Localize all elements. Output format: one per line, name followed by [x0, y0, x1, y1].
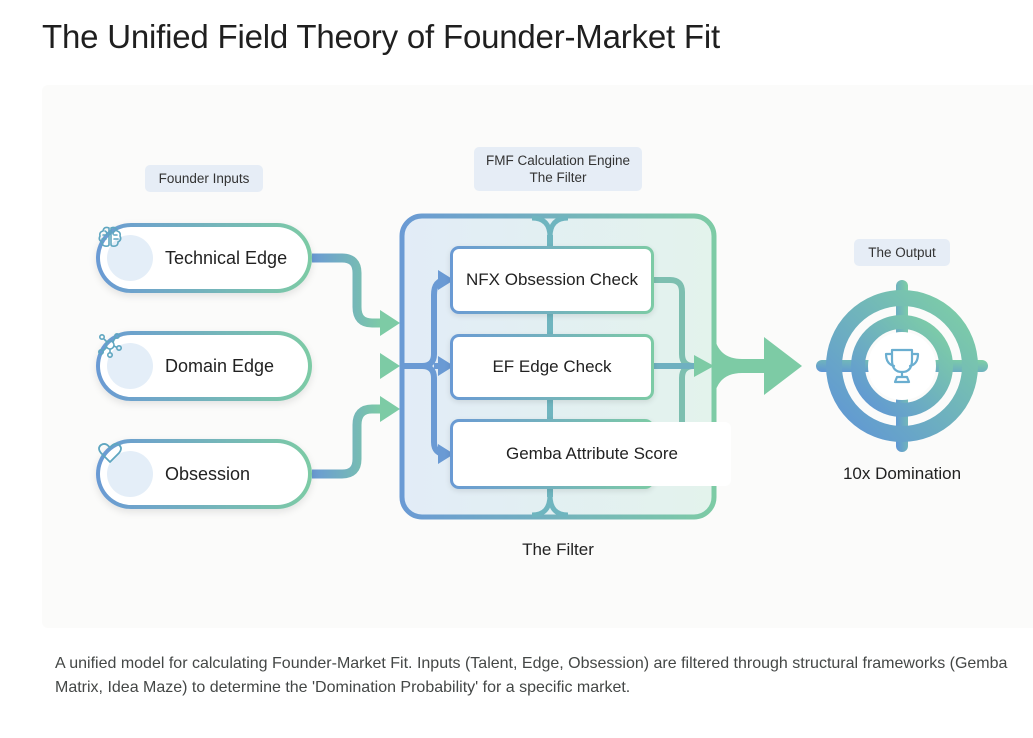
input-connectors: [312, 253, 382, 479]
connector-technical-edge: [312, 253, 382, 328]
input-label: Domain Edge: [165, 355, 275, 376]
arrowhead-technical-edge: [380, 310, 400, 336]
brain-icon: [98, 226, 153, 281]
input-label: Obsession: [165, 463, 251, 484]
check-ef-edge: EF Edge Check: [450, 334, 654, 400]
heart-icon: [98, 443, 153, 497]
engine-tag: FMF Calculation Engine The Filter: [474, 147, 642, 191]
check-gemba-attribute: Gemba Attribute Score: [450, 419, 731, 489]
output-tag: The Output: [854, 239, 950, 266]
check-label: EF Edge Check: [453, 337, 651, 397]
arrowhead-domain-edge: [380, 353, 400, 379]
target-icon: [816, 280, 988, 452]
founder-inputs-tag: Founder Inputs: [145, 165, 263, 192]
trophy-icon: [884, 348, 920, 384]
internal-arrowheads: [438, 270, 454, 464]
check-label: Gemba Attribute Score: [453, 422, 731, 486]
input-technical-edge: Technical Edge: [96, 223, 312, 293]
engine-tag-line1: FMF Calculation Engine: [485, 153, 631, 168]
output-arrow: [714, 335, 802, 397]
filter-label: The Filter: [522, 540, 594, 559]
output-label: 10x Domination: [842, 464, 962, 483]
input-obsession: Obsession: [96, 439, 312, 509]
page-title: The Unified Field Theory of Founder-Mark…: [42, 18, 720, 55]
diagram-figure: Founder Inputs FMF Calculation Engine Th…: [42, 85, 1033, 628]
figure-caption: A unified model for calculating Founder-…: [55, 655, 1008, 696]
input-domain-edge: Domain Edge: [96, 331, 312, 401]
network-icon: [97, 332, 153, 389]
check-label: NFX Obsession Check: [453, 249, 651, 311]
arrowhead-obsession: [380, 396, 400, 422]
merge-arrowhead: [694, 355, 714, 377]
input-arrowheads: [380, 310, 400, 422]
connector-obsession: [312, 404, 382, 479]
check-nfx-obsession: NFX Obsession Check: [450, 246, 654, 314]
engine-tag-line2: The Filter: [529, 170, 587, 185]
input-label: Technical Edge: [165, 247, 288, 268]
